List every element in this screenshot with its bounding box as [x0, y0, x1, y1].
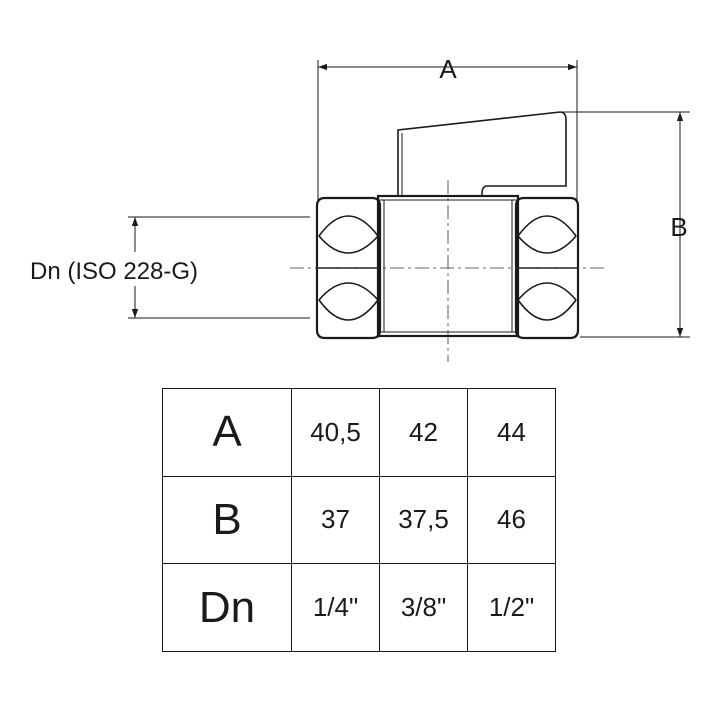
table-cell: 1/4" — [291, 563, 380, 652]
table-row-a: A 40,5 42 44 — [162, 388, 556, 477]
right-nut-face-arcs — [517, 235, 577, 301]
table-cell: 40,5 — [291, 388, 380, 477]
dimension-b-label: B — [670, 212, 687, 242]
table-row-dn: Dn 1/4" 3/8" 1/2" — [162, 563, 556, 652]
row-header-dn: Dn — [162, 563, 292, 652]
row-header-a: A — [162, 388, 292, 477]
table-cell: 1/2" — [467, 563, 556, 652]
table-cell: 42 — [379, 388, 468, 477]
dimension-dn-label: Dn (ISO 228-G) — [30, 258, 198, 285]
dimensions-table: A 40,5 42 44 B 37 37,5 46 Dn 1/4" 3/8" 1… — [162, 388, 556, 652]
valve-handle — [397, 111, 567, 197]
dimension-b: B — [562, 111, 690, 338]
dimension-a: A — [317, 54, 578, 200]
dimension-dn-label-background — [22, 252, 248, 286]
table-cell: 46 — [467, 475, 556, 565]
table-cell: 3/8" — [379, 563, 468, 652]
row-header-b: B — [162, 475, 292, 565]
dimension-dn: Dn (ISO 228-G) — [22, 216, 310, 319]
table-cell: 37 — [291, 475, 380, 565]
valve-technical-drawing: A B Dn (ISO 228-G) — [22, 54, 690, 362]
right-nut-chamfer-arcs — [517, 215, 577, 321]
left-nut-outline — [315, 196, 382, 340]
right-nut-outline — [514, 196, 580, 340]
table-row-b: B 37 37,5 46 — [162, 475, 556, 565]
handle-lever-outline — [397, 111, 567, 197]
table-cell: 37,5 — [379, 475, 468, 565]
left-nut-chamfer-arcs — [318, 215, 379, 321]
table-cell: 44 — [467, 388, 556, 477]
dimension-a-label: A — [439, 54, 457, 84]
left-nut-face-arcs — [318, 235, 379, 301]
